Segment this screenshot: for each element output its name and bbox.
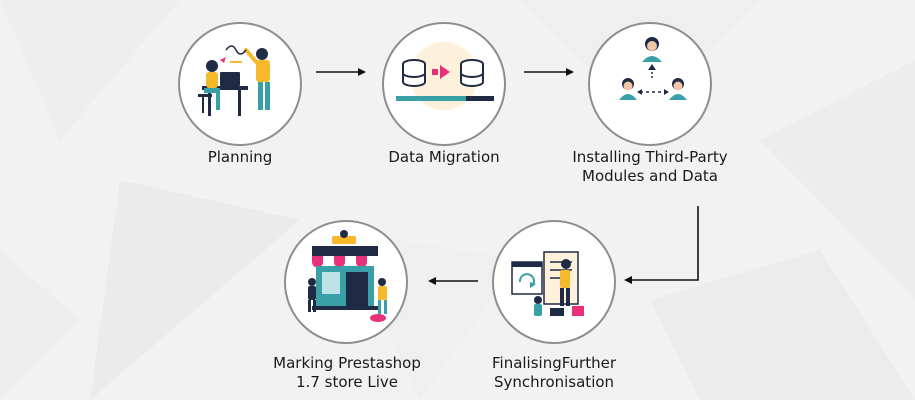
label-line: FinalisingFurther [491, 354, 616, 372]
arrow-left-icon [428, 277, 478, 285]
step-marking-live-label: Marking Prestashop 1.7 store Live [254, 354, 440, 392]
arrow-right-icon [316, 68, 366, 76]
label-line: Synchronisation [493, 373, 615, 391]
data-migration-circle [382, 22, 506, 146]
sync-process-illustration-icon [511, 251, 584, 316]
planning-illustration-icon [198, 45, 270, 116]
label-line: Data Migration [388, 148, 500, 166]
storefront-illustration-icon [308, 230, 387, 322]
step-planning-label: Planning [180, 148, 300, 167]
label-line: Modules and Data [582, 167, 718, 185]
database-transfer-icon [396, 42, 494, 110]
arrow-right-icon [524, 68, 574, 76]
team-hierarchy-icon [619, 37, 687, 100]
installing-circle [588, 22, 712, 146]
planning-circle [178, 22, 302, 146]
arrow-down-left-icon [624, 206, 699, 284]
finalising-circle [492, 220, 616, 344]
step-data-migration-label: Data Migration [374, 148, 514, 167]
step-installing-label: Installing Third-Party Modules and Data [548, 148, 752, 186]
label-line: 1.7 store Live [296, 373, 398, 391]
step-finalising-label: FinalisingFurther Synchronisation [466, 354, 642, 392]
label-line: Marking Prestashop [273, 354, 421, 372]
marking-live-circle [284, 220, 408, 344]
label-line: Planning [207, 148, 273, 166]
label-line: Installing Third-Party [572, 148, 728, 166]
